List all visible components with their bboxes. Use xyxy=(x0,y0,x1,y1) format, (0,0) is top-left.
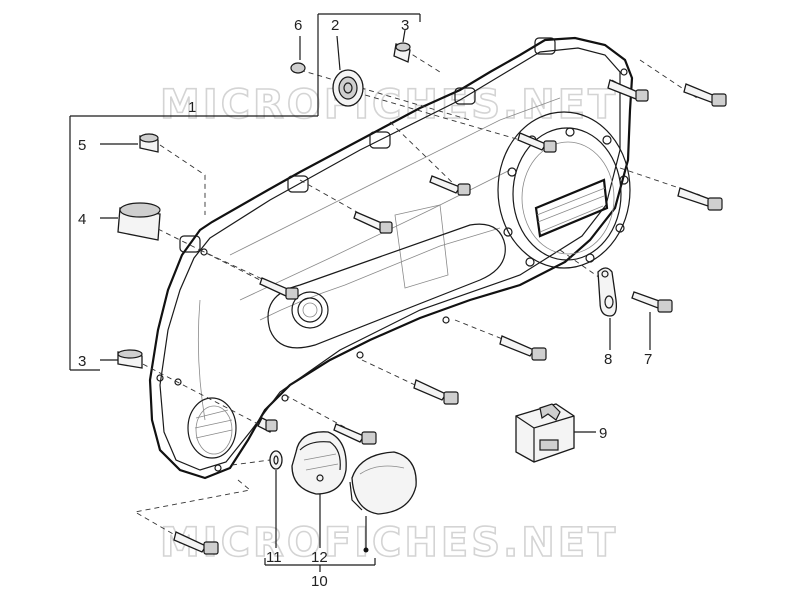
callout-labels: 6 2 3 1 5 4 3 7 8 9 11 12 10 xyxy=(78,17,652,590)
bolt-icon xyxy=(677,187,723,211)
bolt-icon xyxy=(499,335,547,361)
part-6-small-nut xyxy=(290,36,306,74)
bolt-icon xyxy=(429,175,471,196)
part-11-washer xyxy=(269,450,283,548)
part-9-rubber-block xyxy=(515,403,596,463)
bolt-icon xyxy=(173,531,219,555)
part-12-inspection-cover xyxy=(291,431,347,548)
bolt-icon xyxy=(259,277,299,300)
callout-3-top: 3 xyxy=(401,17,409,34)
callout-9: 9 xyxy=(599,425,607,442)
bolts xyxy=(173,79,727,555)
callout-8: 8 xyxy=(604,351,612,368)
part-2-bearing xyxy=(332,35,364,107)
bolt-icon xyxy=(333,423,377,445)
callout-12: 12 xyxy=(311,549,328,566)
bolt-icon xyxy=(413,379,459,405)
callout-11: 11 xyxy=(266,549,282,566)
bolt-icon xyxy=(607,79,649,102)
callout-7: 7 xyxy=(644,351,652,368)
part-8-bracket xyxy=(597,267,618,350)
watermark-bottom: MICROFICHES.NET xyxy=(160,520,618,566)
part-3-dowel-top xyxy=(393,29,411,63)
bolt-icon xyxy=(353,211,393,234)
part-3-dowel-bottom xyxy=(100,349,143,369)
transmission-cover xyxy=(148,36,634,480)
part-4-bushing xyxy=(100,202,161,241)
part-5-dowel xyxy=(100,133,159,153)
callout-1: 1 xyxy=(188,99,196,116)
callout-4: 4 xyxy=(78,211,86,228)
callout-10: 10 xyxy=(311,573,328,590)
part-cap xyxy=(349,451,417,553)
watermark-top: MICROFICHES.NET xyxy=(160,82,618,128)
bolt-icon xyxy=(257,417,278,433)
bolt-icon xyxy=(683,83,727,107)
part-7-bolt xyxy=(631,291,673,350)
callout-brackets xyxy=(69,13,421,572)
callout-2: 2 xyxy=(331,17,339,34)
callout-5: 5 xyxy=(78,137,86,154)
callout-3-bottom: 3 xyxy=(78,353,86,370)
bolt-icon xyxy=(517,132,557,153)
callout-6: 6 xyxy=(294,17,302,34)
